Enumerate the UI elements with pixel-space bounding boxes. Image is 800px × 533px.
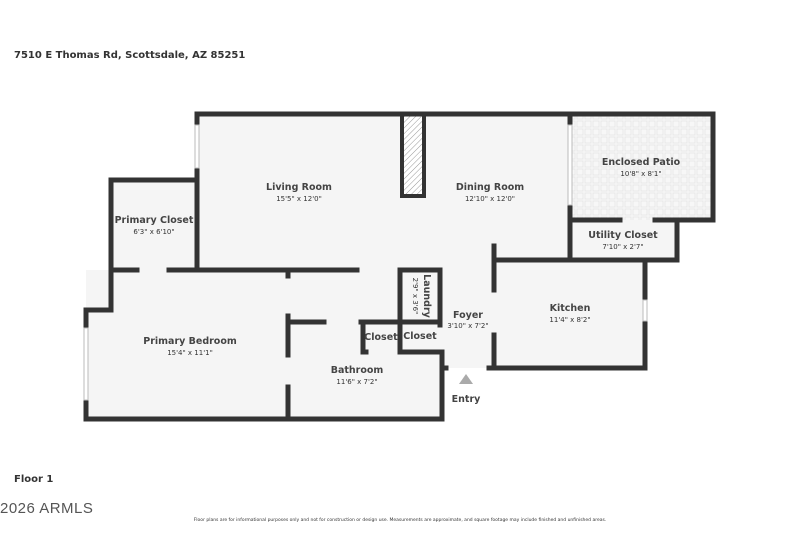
room-dims: 2'9" x 3'6": [411, 278, 419, 315]
room-dims: 10'8" x 8'1": [620, 170, 661, 178]
room-name: Bathroom: [331, 365, 384, 376]
room-dims: 11'4" x 8'2": [549, 316, 590, 324]
room-name: Kitchen: [550, 303, 591, 314]
room-dims: 15'4" x 11'1": [167, 349, 213, 357]
room-name: Closet: [403, 331, 437, 342]
patio-tile: [570, 114, 713, 220]
walls: [83, 111, 716, 422]
floor-label: Floor 1: [14, 474, 54, 485]
copyright-watermark: 2026 ARMLS: [0, 500, 94, 517]
room-dims: 6'3" x 6'10": [133, 228, 174, 236]
room-dims: 15'5" x 12'0": [276, 195, 322, 203]
room-name: Utility Closet: [588, 230, 658, 241]
entry-label: Entry: [452, 394, 481, 405]
windows: [83, 124, 648, 401]
address: 7510 E Thomas Rd, Scottsdale, AZ 85251: [14, 50, 246, 61]
room-dims: 7'10" x 2'7": [602, 243, 643, 251]
room-dims: 3'10" x 7'2": [447, 322, 488, 330]
chimney: [400, 112, 426, 198]
room-name: Living Room: [266, 182, 332, 193]
room-name: Closet: [364, 332, 398, 343]
room-name: Dining Room: [456, 182, 524, 193]
room-labels: Living Room 15'5" x 12'0" Dining Room 12…: [115, 157, 681, 386]
room-name: Enclosed Patio: [602, 157, 681, 168]
room-name: Foyer: [453, 310, 483, 321]
room-name: Primary Closet: [115, 215, 194, 226]
room-name: Laundry: [421, 274, 432, 318]
disclaimer: Floor plans are for informational purpos…: [193, 518, 607, 523]
room-dims: 12'10" x 12'0": [465, 195, 515, 203]
room-dims: 11'6" x 7'2": [336, 378, 377, 386]
room-name: Primary Bedroom: [143, 336, 237, 347]
floor-fill: [86, 114, 677, 419]
entry-arrow-icon: [459, 374, 473, 384]
